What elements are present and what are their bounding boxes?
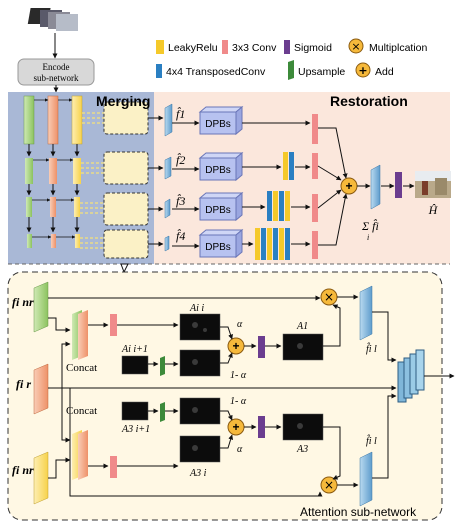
restoration-convs (312, 114, 318, 259)
attention-maps (121, 313, 324, 463)
legend-multiply-symbol: × (351, 40, 360, 53)
feature-f1-label: f̂1 (176, 106, 185, 121)
legend-upsample-label: Upsample (298, 66, 345, 78)
dpb-blocks: DPBs DPBs DPBs DPBs (198, 105, 244, 259)
merging-connectors (80, 112, 104, 249)
input-nr-top-label: fi nr (12, 295, 34, 309)
output-image (415, 171, 451, 198)
zoom-arrow (120, 263, 129, 274)
sigmoid-restoration (395, 172, 402, 198)
legend-add-symbol: + (358, 64, 367, 77)
legend-multiply-icon (348, 38, 364, 54)
input-nr-top-block (33, 281, 49, 333)
output-feature-top (359, 285, 373, 341)
one-minus-alpha-top-label: 1- α (230, 370, 247, 381)
map-a-next-top-label: Ai i+1 (121, 344, 148, 355)
restoration-title: Restoration (330, 93, 408, 109)
map-a3-bottom-label: A3 i (189, 468, 207, 479)
input-images (27, 8, 78, 31)
attention-panel (7, 271, 443, 521)
encode-label-line2: sub-network (34, 73, 79, 83)
encode-label-line1: Encode (43, 62, 70, 72)
dpb-label-1: DPBs (205, 119, 231, 130)
alpha-top-label: α (237, 319, 243, 330)
dpb-label-4: DPBs (205, 242, 231, 253)
input-nr-bottom-label: fi nr (12, 463, 34, 477)
legend-upsample-icon (288, 60, 294, 80)
fused-feature-stack (397, 349, 425, 403)
legend-conv3x3-label: 3x3 Conv (232, 42, 277, 54)
restoration-panel (154, 92, 450, 264)
legend-swatch-transposedconv (156, 64, 162, 78)
legend-swatch-sigmoid (284, 40, 290, 54)
one-minus-alpha-bottom-label: 1- α (230, 396, 247, 407)
dpb-label-2: DPBs (205, 165, 231, 176)
legend-multiplication-label: Multiplcation (369, 42, 428, 54)
attention-title: Attention sub-network (300, 505, 417, 519)
sum-feature-block (370, 164, 381, 210)
map-a-top-label: Ai i (189, 303, 204, 314)
legend-add-label: Add (375, 66, 394, 78)
sum-subscript: i (367, 233, 369, 242)
legend: LeakyRelu 3x3 Conv Sigmoid × Multiplcati… (156, 38, 428, 80)
map-a3-label: A3 (296, 444, 308, 455)
legend-swatch-leakyrelu (156, 40, 164, 54)
legend-swatch-conv3x3 (222, 40, 228, 54)
legend-add-icon (355, 62, 371, 78)
merging-title: Merging (96, 93, 150, 109)
output-f-bottom-label: f̂i l (366, 434, 377, 447)
encoder-columns (23, 95, 83, 248)
legend-transposedconv-label: 4x4 TransposedConv (166, 66, 266, 78)
multiply-node-bottom-symbol: × (324, 478, 334, 492)
feature-f3-label: f̂3 (176, 193, 185, 208)
upsample-icon-top (160, 356, 165, 376)
sum-label: Σ f̂i (361, 218, 379, 233)
attention-conv-bottom (110, 456, 117, 478)
output-f-top-label: f̂i l (366, 342, 377, 355)
merging-boxes (103, 101, 149, 259)
output-feature-bottom (359, 451, 373, 507)
add-node-restoration-symbol: + (345, 179, 352, 193)
output-label: Ĥ (428, 203, 439, 217)
dpb-label-3: DPBs (205, 205, 231, 216)
concat-bottom-stack (72, 430, 88, 480)
legend-sigmoid-label: Sigmoid (294, 42, 332, 54)
map-a1-label: A1 (296, 321, 308, 332)
multiply-node-top-symbol: × (324, 290, 334, 304)
attention-conv-top (110, 314, 117, 336)
add-node-attention-bottom-symbol: + (232, 420, 239, 434)
input-r-label: fi r (16, 377, 31, 391)
concat-top-stack (72, 310, 88, 360)
alpha-bottom-label: α (237, 444, 243, 455)
feature-f2-label: f̂2 (176, 152, 185, 167)
feature-blocks (164, 103, 173, 252)
map-a3-next-label: A3 i+1 (121, 424, 150, 435)
sigmoid-attention-top (258, 336, 265, 358)
concat-top-label: Concat (66, 362, 97, 374)
legend-leakyrelu-label: LeakyRelu (168, 42, 218, 54)
upsample-icon-bottom (160, 402, 165, 422)
sigmoid-attention-bottom (258, 416, 265, 438)
input-r-block (33, 363, 49, 415)
add-node-attention-top-symbol: + (232, 339, 239, 353)
feature-f4-label: f̂4 (176, 228, 185, 243)
concat-bottom-label: Concat (66, 405, 97, 417)
upsampling-stacks (255, 152, 294, 260)
input-nr-bottom-block (33, 451, 49, 505)
